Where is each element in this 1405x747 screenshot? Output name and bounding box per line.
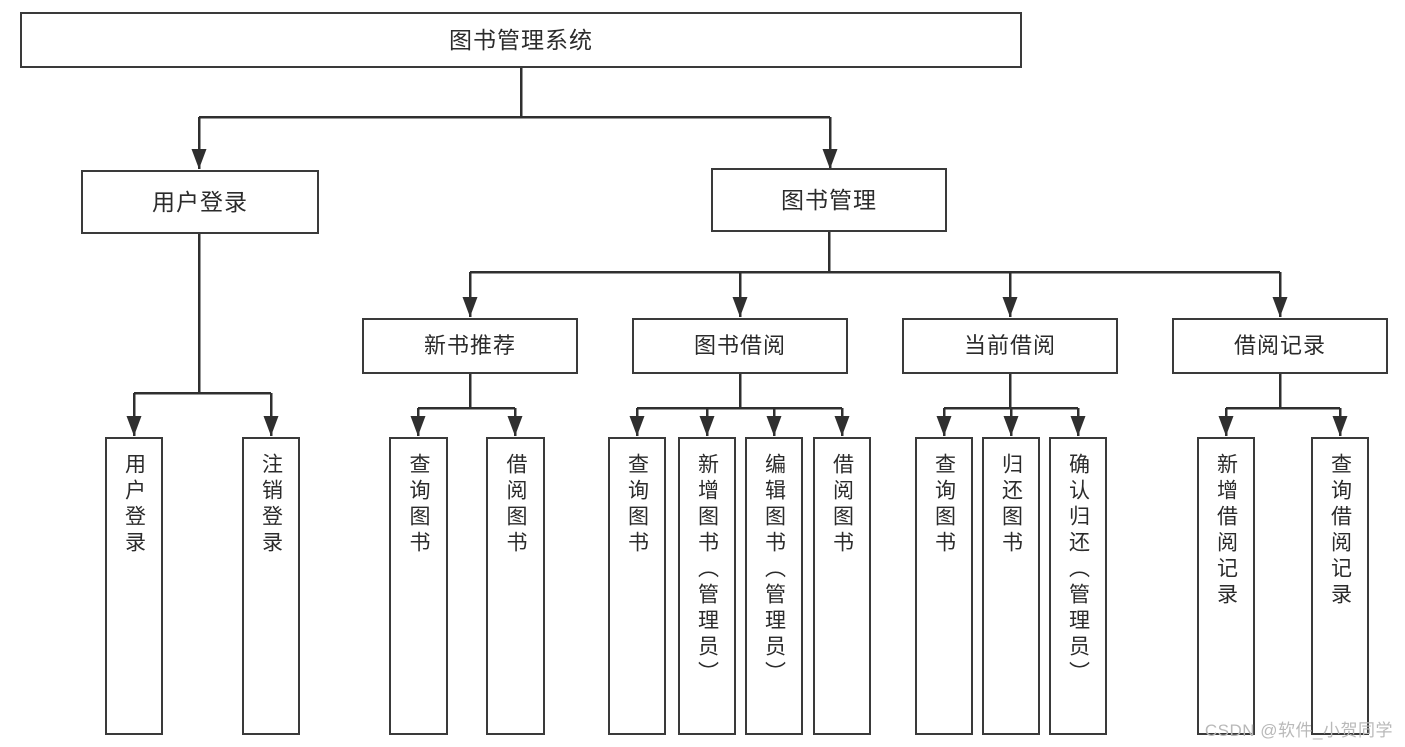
leaf-add-borrow-record-label: 新增借阅记录 [1214,453,1238,609]
edge-borrow-to-leaves [629,374,850,436]
leaf-borrow-book[interactable]: 借阅图书 [813,437,871,735]
leaf-add-book-admin[interactable]: 新增图书（管理员） [678,437,736,735]
leaf-return-book[interactable]: 归还图书 [982,437,1040,735]
node-borrow-record[interactable]: 借阅记录 [1172,318,1388,374]
leaf-search-borrow-record-label: 查询借阅记录 [1328,453,1352,609]
edge-root-to-level2 [191,68,838,169]
node-current-borrow[interactable]: 当前借阅 [902,318,1118,374]
edge-bookmgmt-to-level3 [462,232,1288,317]
leaf-search-book-borrow-label: 查询图书 [625,453,649,557]
leaf-add-borrow-record[interactable]: 新增借阅记录 [1197,437,1255,735]
node-book-borrow-label: 图书借阅 [693,333,786,359]
leaf-add-book-admin-label: 新增图书（管理员） [695,453,719,687]
node-new-book-recommend[interactable]: 新书推荐 [362,318,578,374]
node-new-book-recommend-label: 新书推荐 [423,333,516,359]
node-user-login-label: 用户登录 [152,188,248,215]
edge-userlogin-to-leaves [126,234,279,436]
leaf-borrow-book-recommend-label: 借阅图书 [504,453,527,557]
leaf-user-login-label: 用户登录 [122,453,146,557]
leaf-search-book-current-label: 查询图书 [932,453,956,557]
node-book-management-label: 图书管理 [781,186,877,213]
node-book-management[interactable]: 图书管理 [711,168,947,232]
node-root-library-system-label: 图书管理系统 [449,26,593,53]
leaf-search-borrow-record[interactable]: 查询借阅记录 [1311,437,1369,735]
edge-record-to-leaves [1218,374,1348,436]
leaf-borrow-book-recommend[interactable]: 借阅图书 [486,437,545,735]
node-root-library-system[interactable]: 图书管理系统 [20,12,1022,68]
watermark-text: CSDN @软件_小贺同学 [1204,721,1393,740]
leaf-search-book-recommend-label: 查询图书 [407,453,430,557]
leaf-user-logout[interactable]: 注销登录 [242,437,300,735]
node-user-login[interactable]: 用户登录 [81,170,319,234]
leaf-borrow-book-label: 借阅图书 [830,453,854,557]
leaf-search-book-current[interactable]: 查询图书 [915,437,973,735]
leaf-search-book-borrow[interactable]: 查询图书 [608,437,666,735]
leaf-user-login[interactable]: 用户登录 [105,437,163,735]
node-borrow-record-label: 借阅记录 [1233,333,1326,359]
edge-current-to-leaves [936,374,1086,436]
leaf-edit-book-admin[interactable]: 编辑图书（管理员） [745,437,803,735]
leaf-search-book-recommend[interactable]: 查询图书 [389,437,448,735]
edge-recommend-to-leaves [410,374,523,436]
leaf-confirm-return-admin-label: 确认归还（管理员） [1066,453,1090,687]
leaf-user-logout-label: 注销登录 [259,453,283,557]
leaf-edit-book-admin-label: 编辑图书（管理员） [762,453,786,687]
node-book-borrow[interactable]: 图书借阅 [632,318,848,374]
leaf-confirm-return-admin[interactable]: 确认归还（管理员） [1049,437,1107,735]
node-current-borrow-label: 当前借阅 [963,333,1056,359]
leaf-return-book-label: 归还图书 [999,453,1023,557]
